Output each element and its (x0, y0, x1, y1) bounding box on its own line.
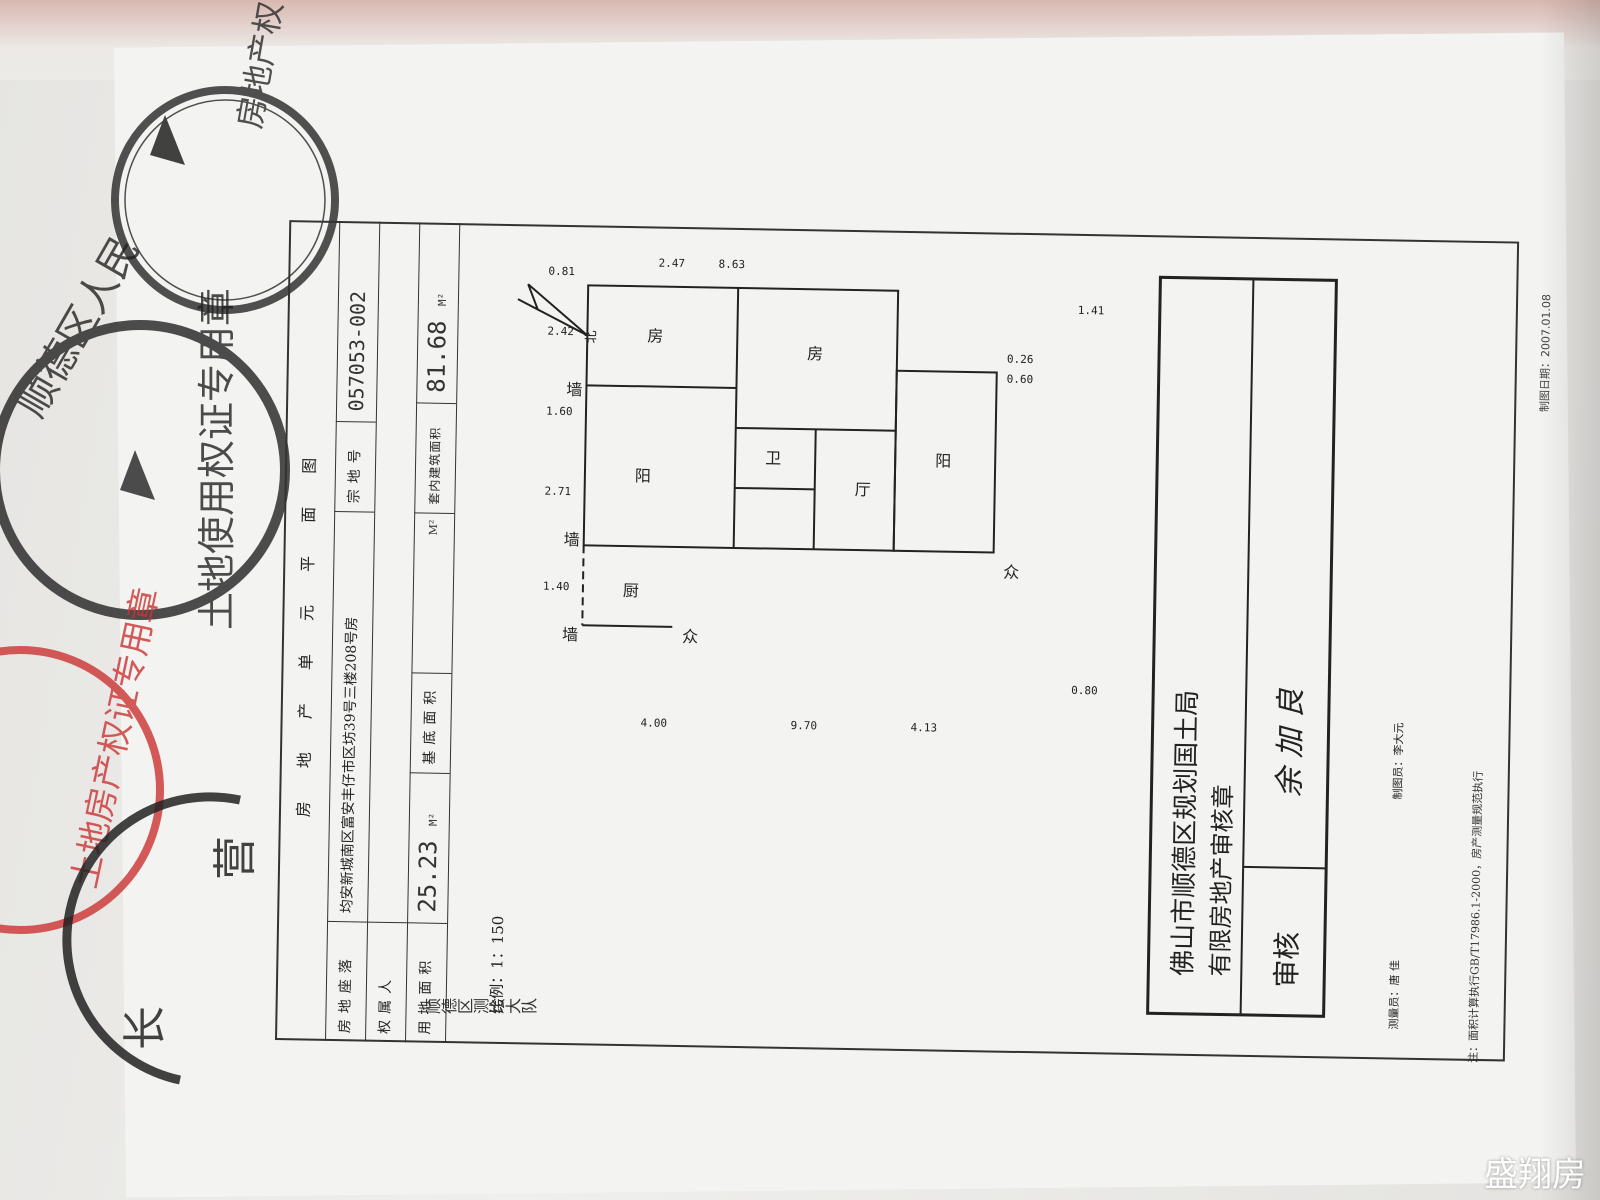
label-wall1: 墙 (564, 530, 580, 549)
label-parcel: 宗地号 (334, 420, 376, 512)
draw-date: 制图日期：2007.01.08 (1538, 293, 1554, 413)
dim-br: 0.80 (1071, 684, 1098, 697)
room-balcony2: 阳 (635, 466, 651, 485)
label-public1: 众 (682, 627, 698, 646)
label-wall2: 墙 (562, 625, 578, 644)
dim-r2: 1.60 (546, 405, 573, 418)
label-owner: 权属人 (364, 921, 408, 1043)
stamp-signature: 余 加 良 (1272, 687, 1309, 798)
dim-l1: 4.00 (640, 716, 667, 729)
dim-top-c: 2.47 (659, 257, 686, 270)
room-bath: 卫 (765, 448, 781, 467)
unit: M² (435, 292, 450, 307)
label-base-area: 基底面积 (409, 672, 452, 774)
document-content: 房 地 产 单 元 平 面 图 房地座落 均安新城南区富安丰仔市区坊39号三楼2… (275, 200, 1553, 1063)
label-location: 房地座落 (324, 920, 368, 1042)
dim-r1: 2.42 (547, 325, 574, 338)
dim-r3: 2.71 (545, 485, 572, 498)
value-parcel: 057053-002 (343, 290, 371, 412)
watermark: 盛翔房 (1484, 1155, 1586, 1195)
stamp-title: 佛山市顺德区规划国土局 (1168, 690, 1203, 976)
floor-plan: 房 房 卫 阳 厅 阳 厨 众 众 墙 墙 墙 0.81 2.42 1.60 2… (543, 257, 1105, 735)
value-base-area: M² (411, 512, 455, 674)
dim-r4: 1.40 (543, 580, 570, 593)
label-wall3: 墙 (566, 380, 582, 399)
stamp-review: 审核 (1270, 931, 1304, 988)
approval-stamp-box: 佛山市顺德区规划国土局 有限房地产审核章 审核 余 加 良 (1146, 275, 1338, 1018)
dim-top-a: 0.81 (548, 265, 575, 278)
dim-l2: 4.13 (910, 721, 937, 734)
svg-text:土地使用权证专用章: 土地使用权证专用章 (195, 288, 239, 630)
dim-l4: 0.60 (1007, 373, 1034, 386)
plan-outline (582, 284, 900, 552)
room-bedroom2: 房 (647, 326, 663, 345)
drafter: 制图员：李大元 (1391, 722, 1406, 800)
stamp-line2: 有限房地产审核章 (1206, 784, 1237, 976)
svg-text:长: 长 (120, 1006, 171, 1050)
room-balcony1: 阳 (935, 451, 951, 470)
district-government-seal: 顺德区人民 土地使用权证专用章 (0, 229, 290, 630)
room-living: 厅 (855, 480, 871, 499)
value-indoor-area: 81.68 M² (416, 222, 459, 403)
chief-seal: 长 营 (62, 792, 261, 1085)
dim-l3: 0.26 (1007, 353, 1034, 366)
unit: M² (426, 519, 441, 536)
shadow (1540, 0, 1600, 1200)
dim-bottom: 9.70 (790, 719, 817, 732)
indoor-area-number: 81.68 (422, 320, 452, 393)
side-org: 顺德区测绘大队 (425, 998, 537, 1017)
dim-bl: 1.41 (1078, 304, 1105, 317)
land-area-number: 25.23 (413, 840, 443, 913)
unit: M² (426, 812, 440, 827)
surveyor: 测量员：唐 佳 (1387, 959, 1402, 1030)
room-kitchen: 厨 (623, 581, 639, 600)
info-table: 房 地 产 单 元 平 面 图 房地座落 均安新城南区富安丰仔市区坊39号三楼2… (275, 220, 461, 1043)
label-public2: 众 (1003, 563, 1019, 582)
value-land-area: 25.23 M² (407, 772, 450, 923)
label-indoor-area: 套内建筑面积 (414, 402, 457, 514)
room-bedroom1: 房 (807, 344, 823, 363)
svg-text:营: 营 (210, 836, 261, 880)
dim-top-b: 8.63 (718, 258, 745, 271)
